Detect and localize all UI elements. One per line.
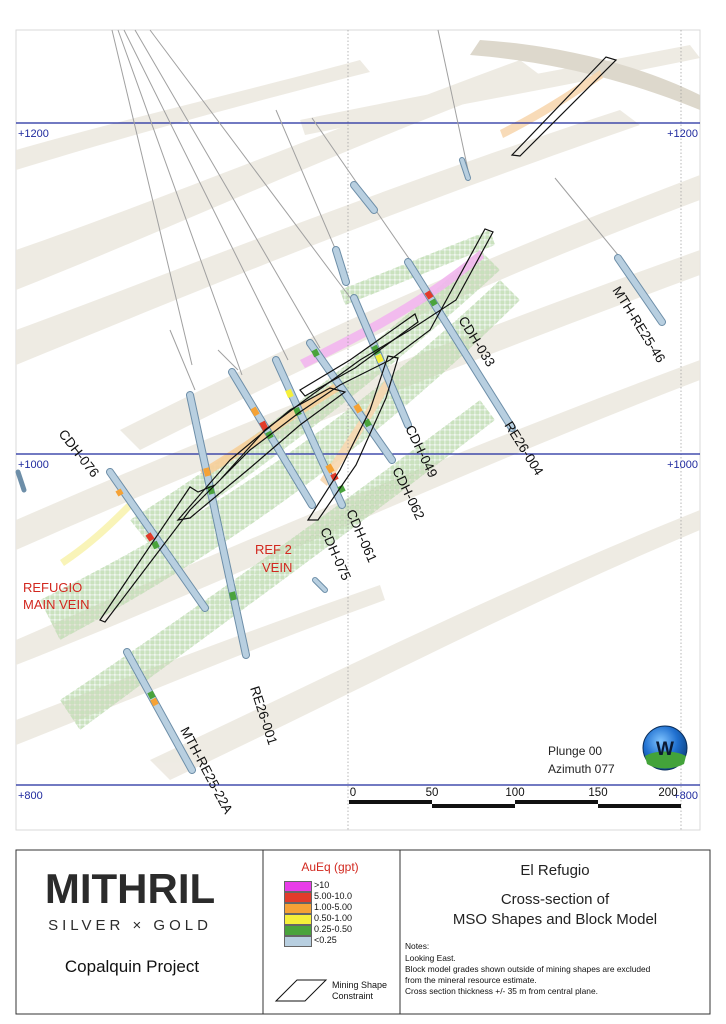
ref2-vein-label-line1: REF 2 bbox=[255, 542, 292, 557]
legend-swatch-4 bbox=[284, 925, 312, 936]
legend-label-0: >10 bbox=[314, 880, 330, 890]
legend-swatch-3 bbox=[284, 914, 312, 925]
legend-label-2: 1.00-5.00 bbox=[314, 902, 353, 912]
drillhole-cylinders bbox=[15, 157, 666, 774]
map-title-2: Cross-section of bbox=[500, 891, 610, 908]
elevation-label-right-800: +800 bbox=[673, 790, 698, 802]
orientation-globe-icon: W bbox=[642, 725, 688, 771]
company-sub-logo: SILVER × GOLD bbox=[48, 917, 212, 934]
vertical-reference-lines bbox=[347, 30, 682, 830]
azimuth-text: Azimuth 077 bbox=[548, 762, 615, 776]
elevation-label-left-800: +800 bbox=[18, 790, 43, 802]
company-logo: MITHRIL bbox=[45, 865, 215, 912]
map-title-1: El Refugio bbox=[520, 862, 590, 879]
elevation-label-left-1000: +1000 bbox=[18, 459, 49, 471]
mining-shapes bbox=[99, 56, 618, 623]
elevation-lines bbox=[16, 122, 700, 786]
elevation-label-right-1000: +1000 bbox=[667, 459, 698, 471]
globe-letter: W bbox=[656, 739, 674, 760]
map-title-3: MSO Shapes and Block Model bbox=[452, 911, 658, 928]
legend-title: AuEq (gpt) bbox=[301, 860, 359, 874]
scale-tick-50: 50 bbox=[426, 787, 439, 799]
legend-swatch-5 bbox=[284, 936, 312, 947]
refugio-main-vein-label-line1: REFUGIO bbox=[23, 580, 82, 595]
legend-label-1: 5.00-10.0 bbox=[314, 891, 353, 901]
shape-legend-line2: Constraint bbox=[332, 991, 374, 1001]
ref2-vein-label-line2: VEIN bbox=[262, 560, 292, 575]
footer-frame bbox=[15, 849, 711, 1015]
plunge-text: Plunge 00 bbox=[548, 744, 602, 758]
legend-label-3: 0.50-1.00 bbox=[314, 913, 353, 923]
shape-legend-line1: Mining Shape bbox=[332, 980, 388, 990]
elevation-label-right-1200: +1200 bbox=[667, 128, 698, 140]
note-line-1: Looking East. bbox=[405, 953, 456, 963]
scale-tick-100: 100 bbox=[505, 787, 524, 799]
refugio-main-vein-label-line2: MAIN VEIN bbox=[23, 597, 89, 612]
project-name: Copalquin Project bbox=[65, 957, 199, 976]
legend-swatch-0 bbox=[284, 881, 312, 892]
drill-traces bbox=[111, 29, 619, 391]
legend-swatch-1 bbox=[284, 892, 312, 903]
mining-shape-legend-icon bbox=[274, 979, 328, 1002]
scale-tick-0: 0 bbox=[350, 787, 356, 799]
note-line-2: Block model grades shown outside of mini… bbox=[405, 964, 651, 974]
notes-title: Notes: bbox=[405, 941, 430, 951]
legend-label-5: <0.25 bbox=[314, 935, 337, 945]
elevation-label-left-1200: +1200 bbox=[18, 128, 49, 140]
legend-swatch-2 bbox=[284, 903, 312, 914]
note-line-4: Cross section thickness +/- 35 m from ce… bbox=[405, 986, 598, 996]
scale-bar: 0 50 100 150 200 bbox=[349, 787, 681, 808]
note-line-3: from the mineral resource estimate. bbox=[405, 975, 537, 985]
scale-tick-200: 200 bbox=[658, 787, 677, 799]
scale-tick-150: 150 bbox=[588, 787, 607, 799]
legend-label-4: 0.25-0.50 bbox=[314, 924, 353, 934]
